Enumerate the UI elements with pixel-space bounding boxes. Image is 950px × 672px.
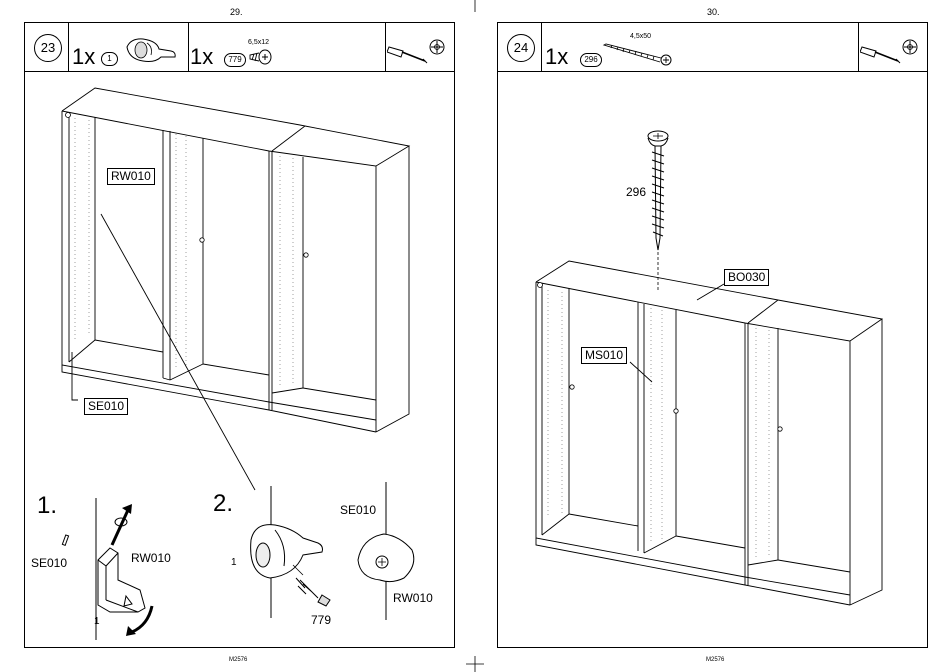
footer-code: M2576 xyxy=(706,657,724,663)
part-label-ms010: MS010 xyxy=(581,347,627,364)
part-label-bo030: BO030 xyxy=(724,269,769,286)
screw-part-number: 296 xyxy=(626,185,646,199)
